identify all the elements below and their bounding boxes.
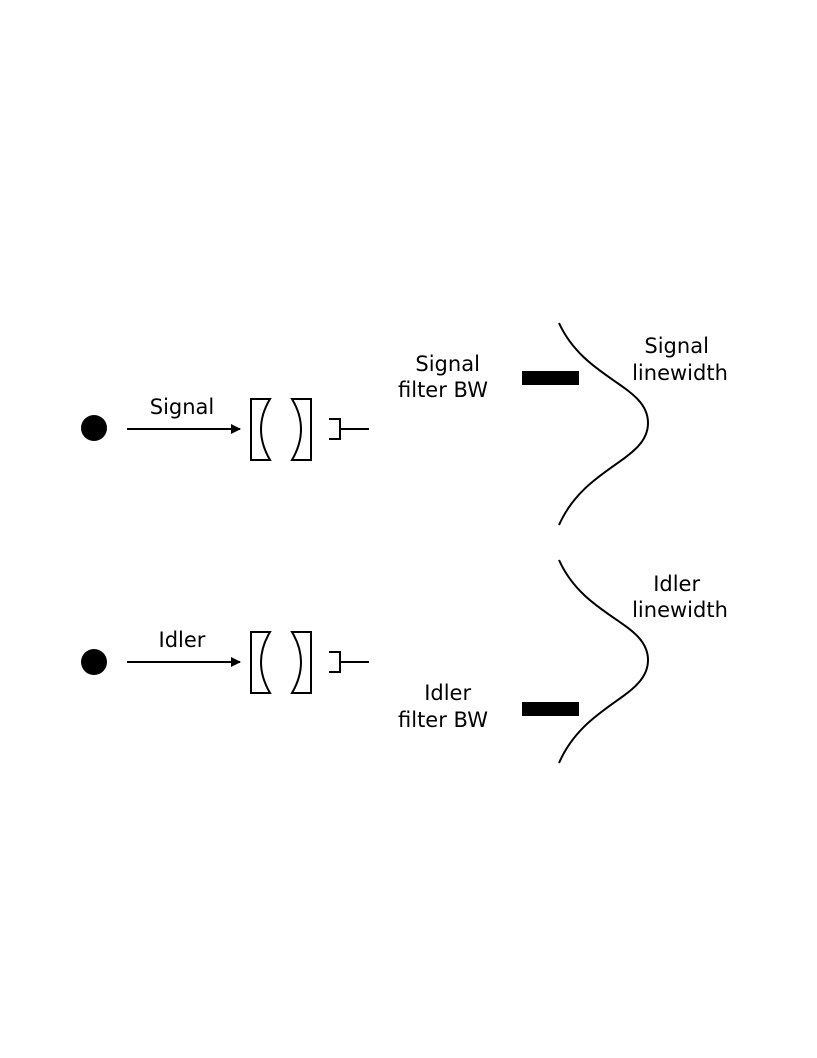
idler-linewidth-curve — [558, 559, 650, 764]
signal-linewidth-label: Signal linewidth — [632, 334, 728, 385]
signal-filter-bw-bar — [522, 371, 579, 385]
idler-source-icon — [81, 649, 107, 675]
signal-filter-icon — [250, 398, 312, 461]
signal-source-icon — [81, 415, 107, 441]
signal-linewidth-curve — [558, 322, 650, 526]
idler-path: Idler Idler filter BW Idler linewidth — [81, 559, 728, 764]
idler-filter-bw-bar — [522, 702, 579, 716]
signal-beam-label: Signal — [150, 395, 215, 419]
idler-filter-icon — [250, 631, 312, 694]
idler-beam-label: Idler — [159, 628, 206, 652]
signal-path: Signal Signal filter BW Signal linewidth — [81, 322, 728, 526]
signal-detector-icon — [329, 418, 369, 440]
idler-linewidth-label: Idler linewidth — [632, 572, 728, 622]
idler-filter-bw-label: Idler filter BW — [398, 681, 488, 732]
signal-filter-bw-label: Signal filter BW — [398, 352, 488, 402]
idler-detector-icon — [329, 651, 369, 673]
